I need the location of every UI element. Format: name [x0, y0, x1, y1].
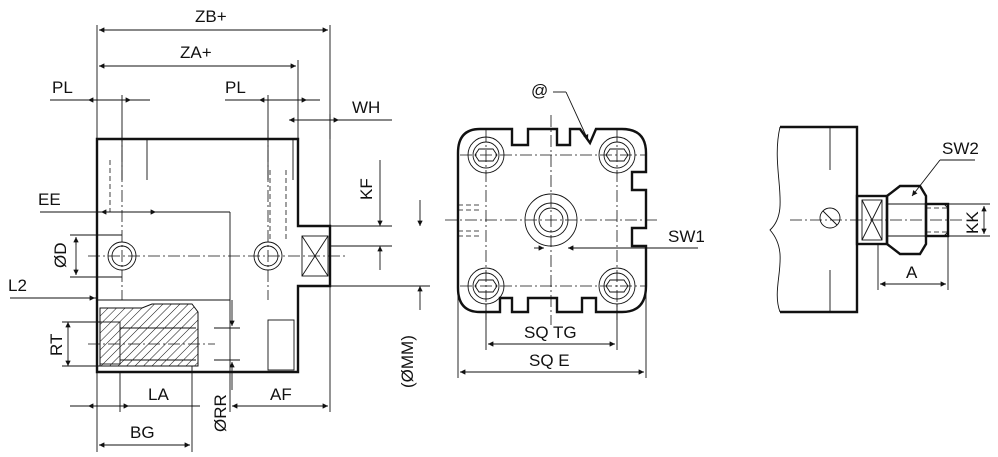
label-sq-e: SQ E	[529, 351, 570, 370]
front-view-dimensions: @ SW1 SQ TG SQ E	[457, 81, 705, 378]
section-hatch	[99, 303, 199, 367]
label-pl-right: PL	[225, 78, 246, 97]
broken-body-outline	[780, 125, 859, 314]
label-kk: KK	[963, 211, 982, 234]
label-kf: KF	[357, 178, 376, 200]
label-bg: BG	[130, 423, 155, 442]
label-sw1: SW1	[668, 227, 705, 246]
side-view-dimensions: ZB+ ZA+ PL PL WH KF (ØMM)	[8, 7, 430, 452]
rod-end-view	[769, 125, 965, 314]
port-circle	[819, 207, 841, 229]
label-af: AF	[270, 385, 292, 404]
label-rt: RT	[47, 334, 66, 356]
label-la: LA	[148, 385, 169, 404]
label-pl-left: PL	[52, 78, 73, 97]
rod-end-dimensions: SW2 KK A	[877, 139, 990, 290]
side-view	[88, 130, 345, 374]
label-sw2: SW2	[942, 139, 979, 158]
label-sq-tg: SQ TG	[524, 323, 577, 342]
label-rr: ØRR	[211, 394, 230, 432]
label-wh: WH	[352, 98, 380, 117]
label-d: ØD	[51, 243, 70, 269]
front-view	[445, 115, 660, 325]
label-mm: (ØMM)	[398, 335, 417, 388]
rod-nut	[885, 184, 928, 256]
label-a: A	[906, 263, 918, 282]
label-zb: ZB+	[195, 7, 227, 26]
label-l2: L2	[8, 276, 27, 295]
label-za: ZA+	[180, 43, 212, 62]
label-at: @	[531, 81, 548, 100]
label-ee: EE	[38, 190, 61, 209]
